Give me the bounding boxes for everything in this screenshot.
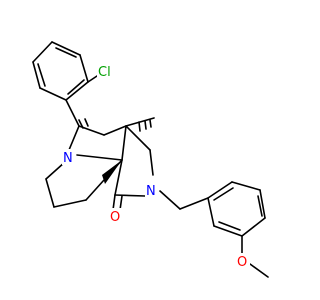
o-ch3-bond [249,263,269,278]
carbonyl-bond-a [112,194,116,211]
atom-n-lactam: N [145,182,159,199]
svg-text:O: O [237,255,247,270]
stereo-wedge [102,160,122,184]
methoxyphenyl-ring [207,181,266,237]
n-ch2-bond [159,190,181,210]
aryl-c5-bond [65,99,80,127]
c7a-h-bond [125,117,155,127]
atom-o-carbonyl: O [109,208,123,225]
svg-text:Cl: Cl [98,65,111,80]
svg-text:N: N [63,151,73,166]
atom-o-methoxy: O [236,253,250,270]
carbonyl-bond-b [119,195,123,211]
svg-text:O: O [110,210,120,225]
pyrrolizidine-core [45,125,154,208]
svg-text:N: N [146,184,156,199]
atom-n-ring: N [62,149,76,166]
structure-canvas: Cl N N O O [32,41,269,278]
stereo-hashes [78,118,152,132]
atom-cl: Cl [97,62,121,80]
ch2-aryl-bond [179,197,209,210]
molecule-diagram: Cl N N O O [32,41,269,278]
chlorophenyl-ring [32,41,89,101]
